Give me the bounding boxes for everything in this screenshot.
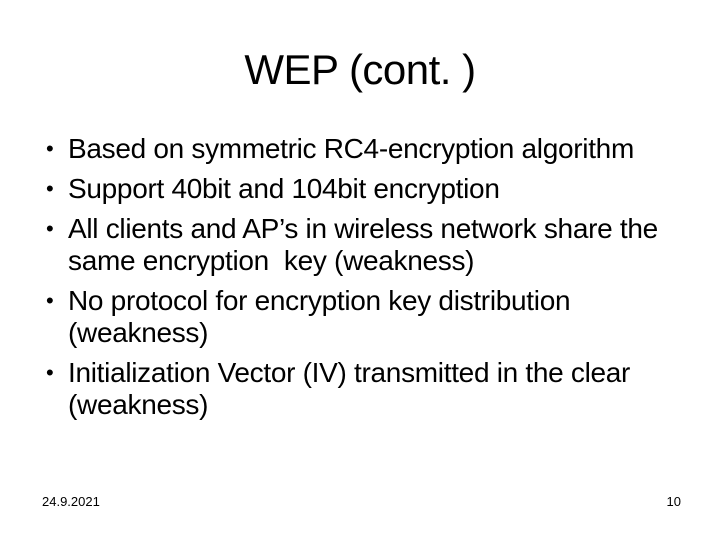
bullet-item: • Based on symmetric RC4-encryption algo… [46,133,696,165]
bullet-list: • Based on symmetric RC4-encryption algo… [46,133,696,429]
bullet-item: • No protocol for encryption key distrib… [46,285,696,349]
bullet-text: All clients and AP’s in wireless network… [68,213,696,277]
slide-title: WEP (cont. ) [244,46,476,93]
bullet-line: Initialization Vector (IV) transmitted i… [68,357,631,388]
bullet-icon: • [46,176,54,201]
bullet-item: • Initialization Vector (IV) transmitted… [46,357,696,421]
bullet-icon: • [46,136,54,161]
footer-date: 24.9.2021 [42,494,100,509]
bullet-text: No protocol for encryption key distribut… [68,285,696,349]
bullet-line: (weakness) [68,317,209,348]
bullet-text: Support 40bit and 104bit encryption [68,173,696,205]
bullet-item: • Support 40bit and 104bit encryption [46,173,696,205]
bullet-text: Based on symmetric RC4-encryption algori… [68,133,696,165]
bullet-icon: • [46,360,54,385]
bullet-icon: • [46,216,54,241]
bullet-line: Based on symmetric RC4-encryption algori… [68,133,634,164]
bullet-line: No protocol for encryption key distribut… [68,285,571,316]
bullet-item: • All clients and AP’s in wireless netwo… [46,213,696,277]
bullet-line: same encryption key (weakness) [68,245,475,276]
bullet-icon: • [46,288,54,313]
slide-page-number: 10 [666,494,681,509]
bullet-line: (weakness) [68,389,209,420]
bullet-line: Support 40bit and 104bit encryption [68,173,500,204]
bullet-line: All clients and AP’s in wireless network… [68,213,658,244]
bullet-text: Initialization Vector (IV) transmitted i… [68,357,696,421]
